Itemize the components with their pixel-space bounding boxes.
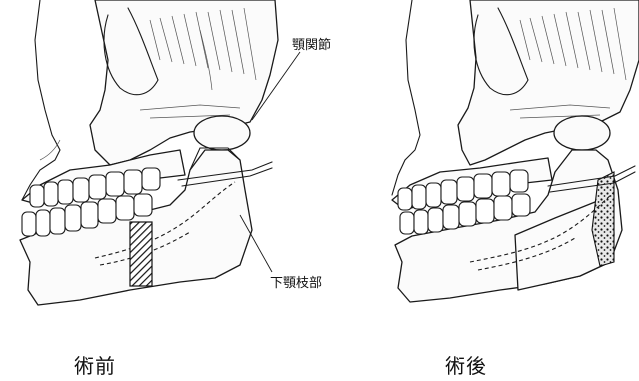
postoperative-caption: 術後 [445, 350, 487, 379]
mandibular-ramus-label: 下顎枝部 [270, 272, 322, 291]
resection-segment [130, 222, 152, 286]
cranium [90, 0, 278, 165]
tmj-label: 顎関節 [292, 34, 331, 53]
condyle-tmj [194, 116, 250, 150]
face-profile [22, 0, 60, 200]
preoperative-skull-drawing [20, 0, 300, 305]
condyle-tmj [554, 116, 610, 150]
face-profile [392, 0, 420, 195]
postoperative-skull-drawing [392, 0, 639, 302]
preoperative-caption: 術前 [74, 350, 116, 379]
